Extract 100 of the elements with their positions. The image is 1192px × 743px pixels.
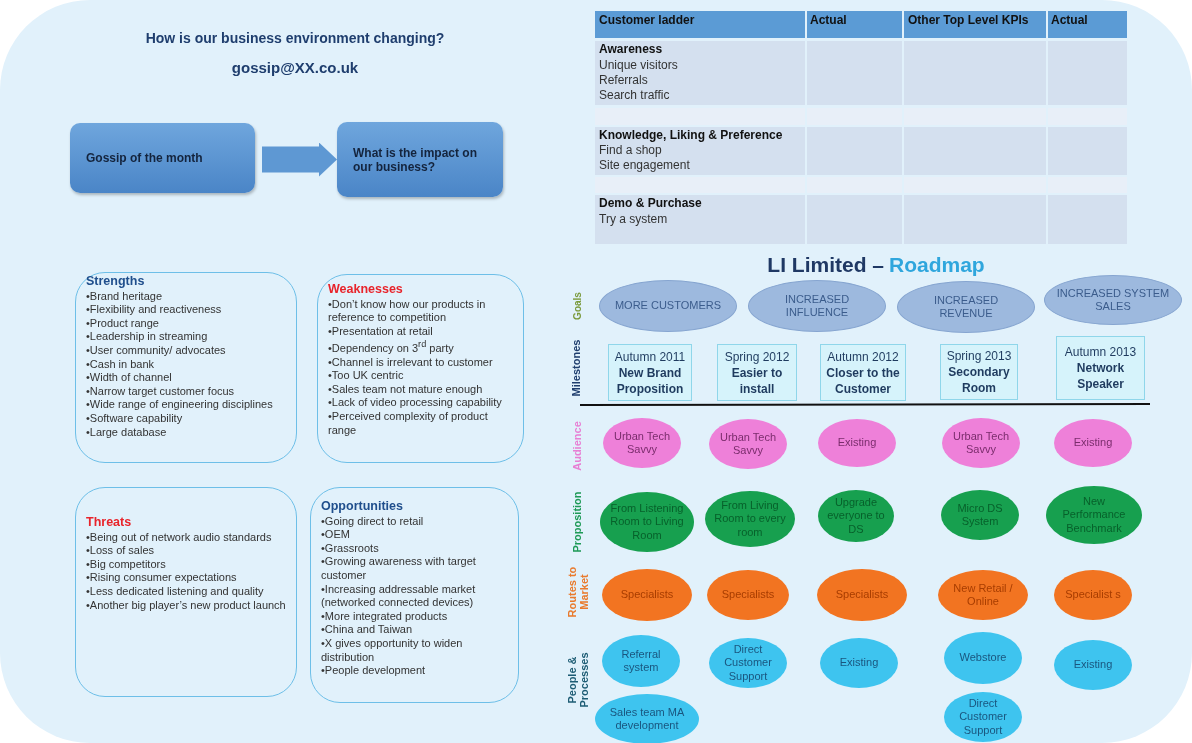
milestone-date: Autumn 2012 <box>826 348 900 365</box>
bullet-item: •User community/ advocates <box>86 343 227 358</box>
milestone-box <box>717 344 797 401</box>
bullet-item: •Large database <box>86 425 168 440</box>
bullet-item: •Sales team not mature enough <box>328 382 484 397</box>
cell-text: Site engagement <box>599 158 690 172</box>
node-label: MORE CUSTOMERS <box>614 299 722 313</box>
node-label: Urban Tech Savvy <box>612 429 672 457</box>
bullet-item: •Software capability <box>86 411 184 426</box>
bullet-item: •Loss of sales <box>86 544 156 558</box>
bullet-item: •Presentation at retail <box>328 324 434 339</box>
node-label: INCREASED INFLUENCE <box>783 292 851 320</box>
block-arrow <box>262 142 337 177</box>
column-header: Actual <box>1051 13 1088 27</box>
row-label: People & Processes <box>565 651 591 710</box>
bullet-item: •OEM <box>321 528 351 542</box>
process-box <box>337 122 503 197</box>
swot-panel <box>310 487 519 703</box>
node-label: Direct Customer Support <box>723 643 773 683</box>
cell-text: Referrals <box>599 73 648 87</box>
cell-heading: Demo & Purchase <box>599 196 702 210</box>
node-label: Specialists <box>835 588 889 602</box>
milestone-date: Spring 2012 <box>723 348 791 365</box>
bullet-item: •Product range <box>86 316 160 331</box>
column-header: Actual <box>810 13 847 27</box>
panel-heading: Weaknesses <box>328 283 404 297</box>
node-label: Referral system <box>620 647 662 675</box>
column-header: Customer ladder <box>599 13 695 27</box>
node-label: What is the impact on our business? <box>353 145 478 174</box>
bullet-item: •Increasing addressable market (networked connected devices) <box>321 582 477 610</box>
node-label: New Retail / Online <box>952 581 1014 609</box>
cell-text: Search traffic <box>599 88 670 102</box>
node-label: Urban Tech Savvy <box>718 430 778 458</box>
row-label: Audience <box>570 421 584 471</box>
process-box <box>70 123 255 193</box>
node-label: Micro DS System <box>956 501 1004 529</box>
bullet-item: •Wide range of engineering disciplines <box>86 398 274 412</box>
bullet-item: •Flexibility and reactiveness <box>86 303 223 317</box>
email-address: gossip@XX.co.uk <box>231 59 359 76</box>
bullet-item: •Going direct to retail <box>321 514 425 529</box>
bullet-item: •Channel is irrelevant to customer <box>328 355 494 370</box>
swot-panel <box>317 274 524 463</box>
node-label: Direct Customer Support <box>958 697 1008 737</box>
bullet-item: •Width of channel <box>86 371 173 385</box>
bullet-item: •Big competitors <box>86 557 167 572</box>
bullet-item: •Grassroots <box>321 541 380 556</box>
node-label: Existing <box>837 436 877 450</box>
milestone-box <box>1056 336 1145 400</box>
bullet-item: •Rising consumer expectations <box>86 571 238 585</box>
bullet-item: •Dependency on 3$^{rd}$ party <box>328 338 455 356</box>
node-label: Webstore <box>959 651 1007 665</box>
node-label: Existing <box>1073 658 1113 672</box>
node-label: Existing <box>1073 436 1113 450</box>
node-label: Specialists <box>620 588 674 602</box>
row-label: Goals <box>571 292 583 320</box>
row-label: Milestones <box>569 339 583 397</box>
row-label: Proposition <box>570 491 584 553</box>
bullet-item: •Cash in bank <box>86 357 156 372</box>
node-label: Specialist s <box>1065 588 1121 602</box>
milestone-box <box>608 344 692 401</box>
column-header: Other Top Level KPIs <box>908 13 1029 27</box>
bullet-item: •Brand heritage <box>86 289 163 304</box>
bullet-item: •X gives opportunity to widen distribution <box>321 636 464 665</box>
node-label: Sales team MA development <box>608 705 686 733</box>
cell-heading: Knowledge, Liking & Preference <box>599 128 783 142</box>
milestone-title: Secondary Room <box>947 364 1011 396</box>
bullet-item: •Narrow target customer focus <box>86 384 236 399</box>
milestone-title: Easier to install <box>730 364 784 397</box>
node-label: Urban Tech Savvy <box>951 429 1011 457</box>
node-label: Existing <box>839 656 879 670</box>
cell-text: Find a shop <box>599 143 662 157</box>
milestone-date: Autumn 2011 <box>613 348 687 365</box>
swot-panel <box>75 272 297 463</box>
panel-heading: Strengths <box>86 275 146 289</box>
roadmap-title: Roadmap <box>889 253 985 277</box>
milestone-title: New Brand Proposition <box>615 364 685 397</box>
cell-text: Try a system <box>599 212 668 226</box>
milestone-box <box>940 344 1018 400</box>
bullet-item: •Too UK centric <box>328 369 405 383</box>
bullet-item: •Another big player’s new product launch <box>86 598 286 613</box>
roadmap-title: LI Limited – <box>767 253 884 277</box>
milestone-title: Network Speaker <box>1075 360 1126 392</box>
node-label: New Performance Benchmark <box>1061 495 1127 535</box>
page-title: How is our business environment changing? <box>145 30 445 46</box>
node-label: Specialists <box>721 588 775 602</box>
milestone-box <box>820 344 906 401</box>
cell-text: Unique visitors <box>599 58 678 72</box>
milestone-date: Autumn 2013 <box>1063 344 1138 360</box>
panel-heading: Opportunities <box>321 500 404 514</box>
bullet-item: •Don’t know how our products in reference to competition <box>328 297 487 325</box>
panel-heading: Threats <box>86 516 133 530</box>
bullet-item: •More integrated products <box>321 609 449 624</box>
node-label: From Living Room to every room <box>713 499 787 539</box>
milestone-date: Spring 2013 <box>945 348 1013 364</box>
swot-panel <box>75 487 297 697</box>
bullet-item: •People development <box>321 664 427 678</box>
bullet-item: •Growing awareness with target customer <box>321 555 477 583</box>
node-label: Gossip of the month <box>86 151 204 165</box>
bullet-item: •Lack of video processing capability <box>328 396 503 410</box>
node-label: From Listening Room to Living Room <box>609 502 685 542</box>
